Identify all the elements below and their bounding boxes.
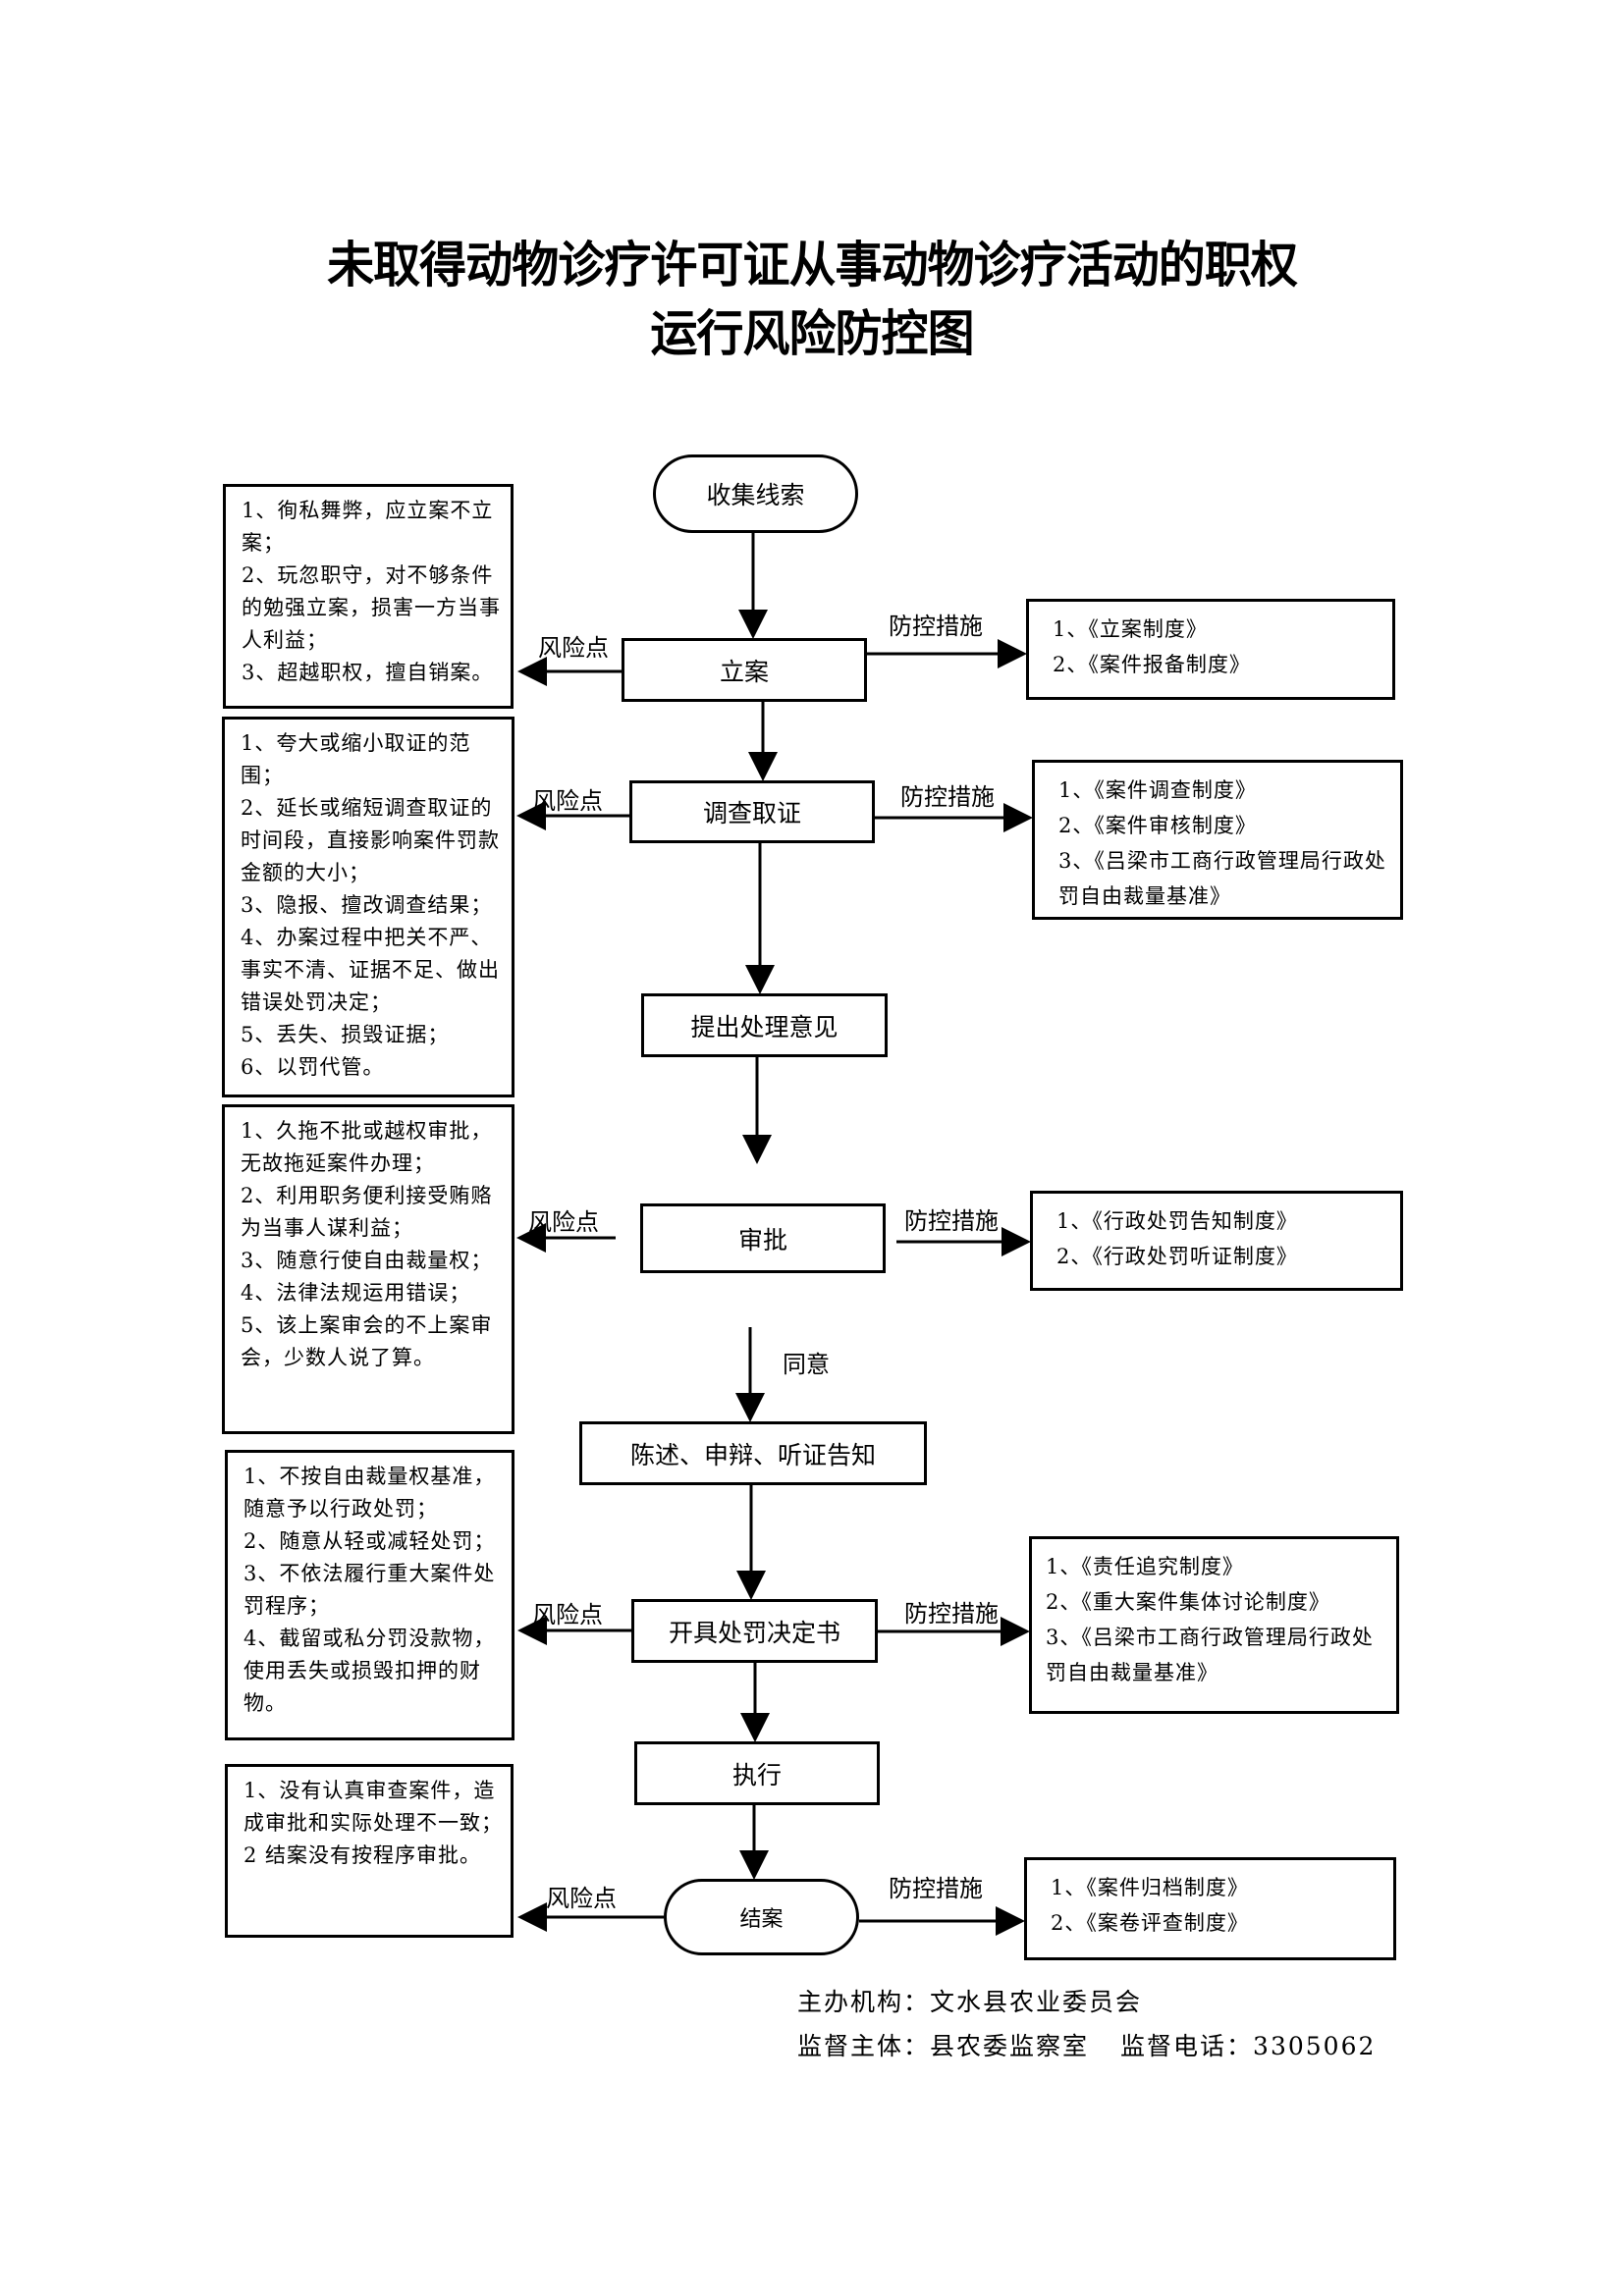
control-label-2: 防控措施 xyxy=(900,783,995,811)
risk-item: 2 结案没有按程序审批。 xyxy=(244,1843,482,1867)
risk-box-closing: 1、没有认真审查案件，造成审批和实际处理不一致； 2 结案没有按程序审批。 xyxy=(225,1764,514,1938)
control-label-4: 防控措施 xyxy=(904,1600,999,1628)
footer-organizer: 主办机构：文水县农业委员会 xyxy=(797,1983,1142,2018)
risk-item: 2、玩忽职守，对不够条件的勉强立案，损害一方当事人利益； xyxy=(242,563,501,652)
control-box-approval: 1、《行政处罚告知制度》 2、《行政处罚听证制度》 xyxy=(1030,1191,1403,1291)
node-closing: 结案 xyxy=(664,1879,859,1955)
risk-item: 4、办案过程中把关不严、事实不清、证据不足、做出错误处罚决定； xyxy=(241,926,500,1014)
risk-item: 3、超越职权，擅自销案。 xyxy=(242,661,494,684)
control-item: 2、《案卷评查制度》 xyxy=(1051,1911,1249,1935)
risk-label-1: 风险点 xyxy=(538,634,609,662)
node-investigation: 调查取证 xyxy=(629,780,875,843)
risk-item: 3、不依法履行重大案件处罚程序； xyxy=(244,1562,496,1618)
node-execution: 执行 xyxy=(634,1741,880,1805)
control-box-filing: 1、《立案制度》 2、《案件报备制度》 xyxy=(1026,599,1395,700)
control-item: 2、《重大案件集体讨论制度》 xyxy=(1046,1590,1330,1614)
risk-item: 1、没有认真审查案件，造成审批和实际处理不一致； xyxy=(244,1779,503,1835)
risk-label-5: 风险点 xyxy=(546,1885,617,1912)
node-start: 收集线索 xyxy=(653,454,858,533)
page-title-line1: 未取得动物诊疗许可证从事动物诊疗活动的职权 xyxy=(327,237,1298,294)
risk-item: 1、久拖不批或越权审批，无故拖延案件办理； xyxy=(241,1119,493,1175)
risk-item: 2、利用职务便利接受贿赂为当事人谋利益； xyxy=(241,1184,493,1240)
risk-item: 1、徇私舞弊，应立案不立案； xyxy=(242,499,494,555)
risk-item: 4、法律法规运用错误； xyxy=(241,1281,471,1305)
risk-item: 1、不按自由裁量权基准，随意予以行政处罚； xyxy=(244,1465,496,1521)
control-item: 1、《行政处罚告知制度》 xyxy=(1056,1209,1298,1233)
control-item: 3、《吕梁市工商行政管理局行政处罚自由裁量基准》 xyxy=(1058,849,1386,908)
risk-box-investigation: 1、夸大或缩小取证的范围； 2、延长或缩短调查取证的时间段，直接影响案件罚款金额… xyxy=(222,717,514,1097)
control-item: 1、《责任追究制度》 xyxy=(1046,1555,1244,1578)
risk-item: 3、隐报、擅改调查结果； xyxy=(241,893,493,917)
risk-box-approval: 1、久拖不批或越权审批，无故拖延案件办理； 2、利用职务便利接受贿赂为当事人谋利… xyxy=(222,1104,514,1434)
risk-label-4: 风险点 xyxy=(532,1601,603,1629)
node-filing: 立案 xyxy=(622,638,867,702)
node-approval: 审批 xyxy=(640,1203,886,1273)
footer-supervision: 监督主体：县农委监察室 监督电话：3305062 xyxy=(797,2027,1376,2062)
risk-item: 5、丢失、损毁证据； xyxy=(241,1023,450,1046)
node-notice: 陈述、申辩、听证告知 xyxy=(579,1421,927,1485)
control-item: 2、《行政处罚听证制度》 xyxy=(1056,1245,1298,1268)
supervisor-label: 监督主体： xyxy=(797,2032,931,2060)
risk-item: 3、随意行使自由裁量权； xyxy=(241,1249,493,1272)
node-proposal: 提出处理意见 xyxy=(641,993,888,1057)
control-item: 1、《立案制度》 xyxy=(1053,617,1208,641)
control-item: 3、《吕梁市工商行政管理局行政处罚自由裁量基准》 xyxy=(1046,1626,1374,1684)
risk-item: 1、夸大或缩小取证的范围； xyxy=(241,731,471,787)
risk-box-decision: 1、不按自由裁量权基准，随意予以行政处罚； 2、随意从轻或减轻处罚； 3、不依法… xyxy=(225,1450,514,1740)
risk-box-filing: 1、徇私舞弊，应立案不立案； 2、玩忽职守，对不够条件的勉强立案，损害一方当事人… xyxy=(223,484,514,709)
phone-value: 3305062 xyxy=(1253,2032,1377,2060)
risk-item: 4、截留或私分罚没款物，使用丢失或损毁扣押的财物。 xyxy=(244,1627,496,1715)
control-box-decision: 1、《责任追究制度》 2、《重大案件集体讨论制度》 3、《吕梁市工商行政管理局行… xyxy=(1029,1536,1399,1714)
control-box-closing: 1、《案件归档制度》 2、《案卷评查制度》 xyxy=(1024,1857,1396,1960)
control-item: 1、《案件调查制度》 xyxy=(1058,778,1257,802)
risk-item: 2、延长或缩短调查取证的时间段，直接影响案件罚款金额的大小； xyxy=(241,796,500,884)
page-title-line2: 运行风险防控图 xyxy=(650,305,974,362)
control-box-investigation: 1、《案件调查制度》 2、《案件审核制度》 3、《吕梁市工商行政管理局行政处罚自… xyxy=(1032,760,1403,920)
control-item: 2、《案件审核制度》 xyxy=(1058,814,1257,837)
organizer-value: 文水县农业委员会 xyxy=(930,1988,1143,2016)
phone-label: 监督电话： xyxy=(1120,2032,1254,2060)
risk-item: 5、该上案审会的不上案审会，少数人说了算。 xyxy=(241,1313,493,1369)
control-item: 1、《案件归档制度》 xyxy=(1051,1876,1249,1899)
organizer-label: 主办机构： xyxy=(797,1988,931,2016)
risk-item: 2、随意从轻或减轻处罚； xyxy=(244,1529,496,1553)
control-label-3: 防控措施 xyxy=(904,1207,999,1235)
approval-branch-label: 同意 xyxy=(783,1351,830,1378)
node-decision: 开具处罚决定书 xyxy=(631,1599,878,1663)
control-label-5: 防控措施 xyxy=(889,1875,983,1902)
risk-label-2: 风险点 xyxy=(532,787,603,815)
control-item: 2、《案件报备制度》 xyxy=(1053,653,1251,676)
supervisor-value: 县农委监察室 xyxy=(930,2032,1090,2060)
risk-label-3: 风险点 xyxy=(528,1208,599,1236)
control-label-1: 防控措施 xyxy=(889,613,983,640)
risk-item: 6、以罚代管。 xyxy=(241,1055,385,1079)
